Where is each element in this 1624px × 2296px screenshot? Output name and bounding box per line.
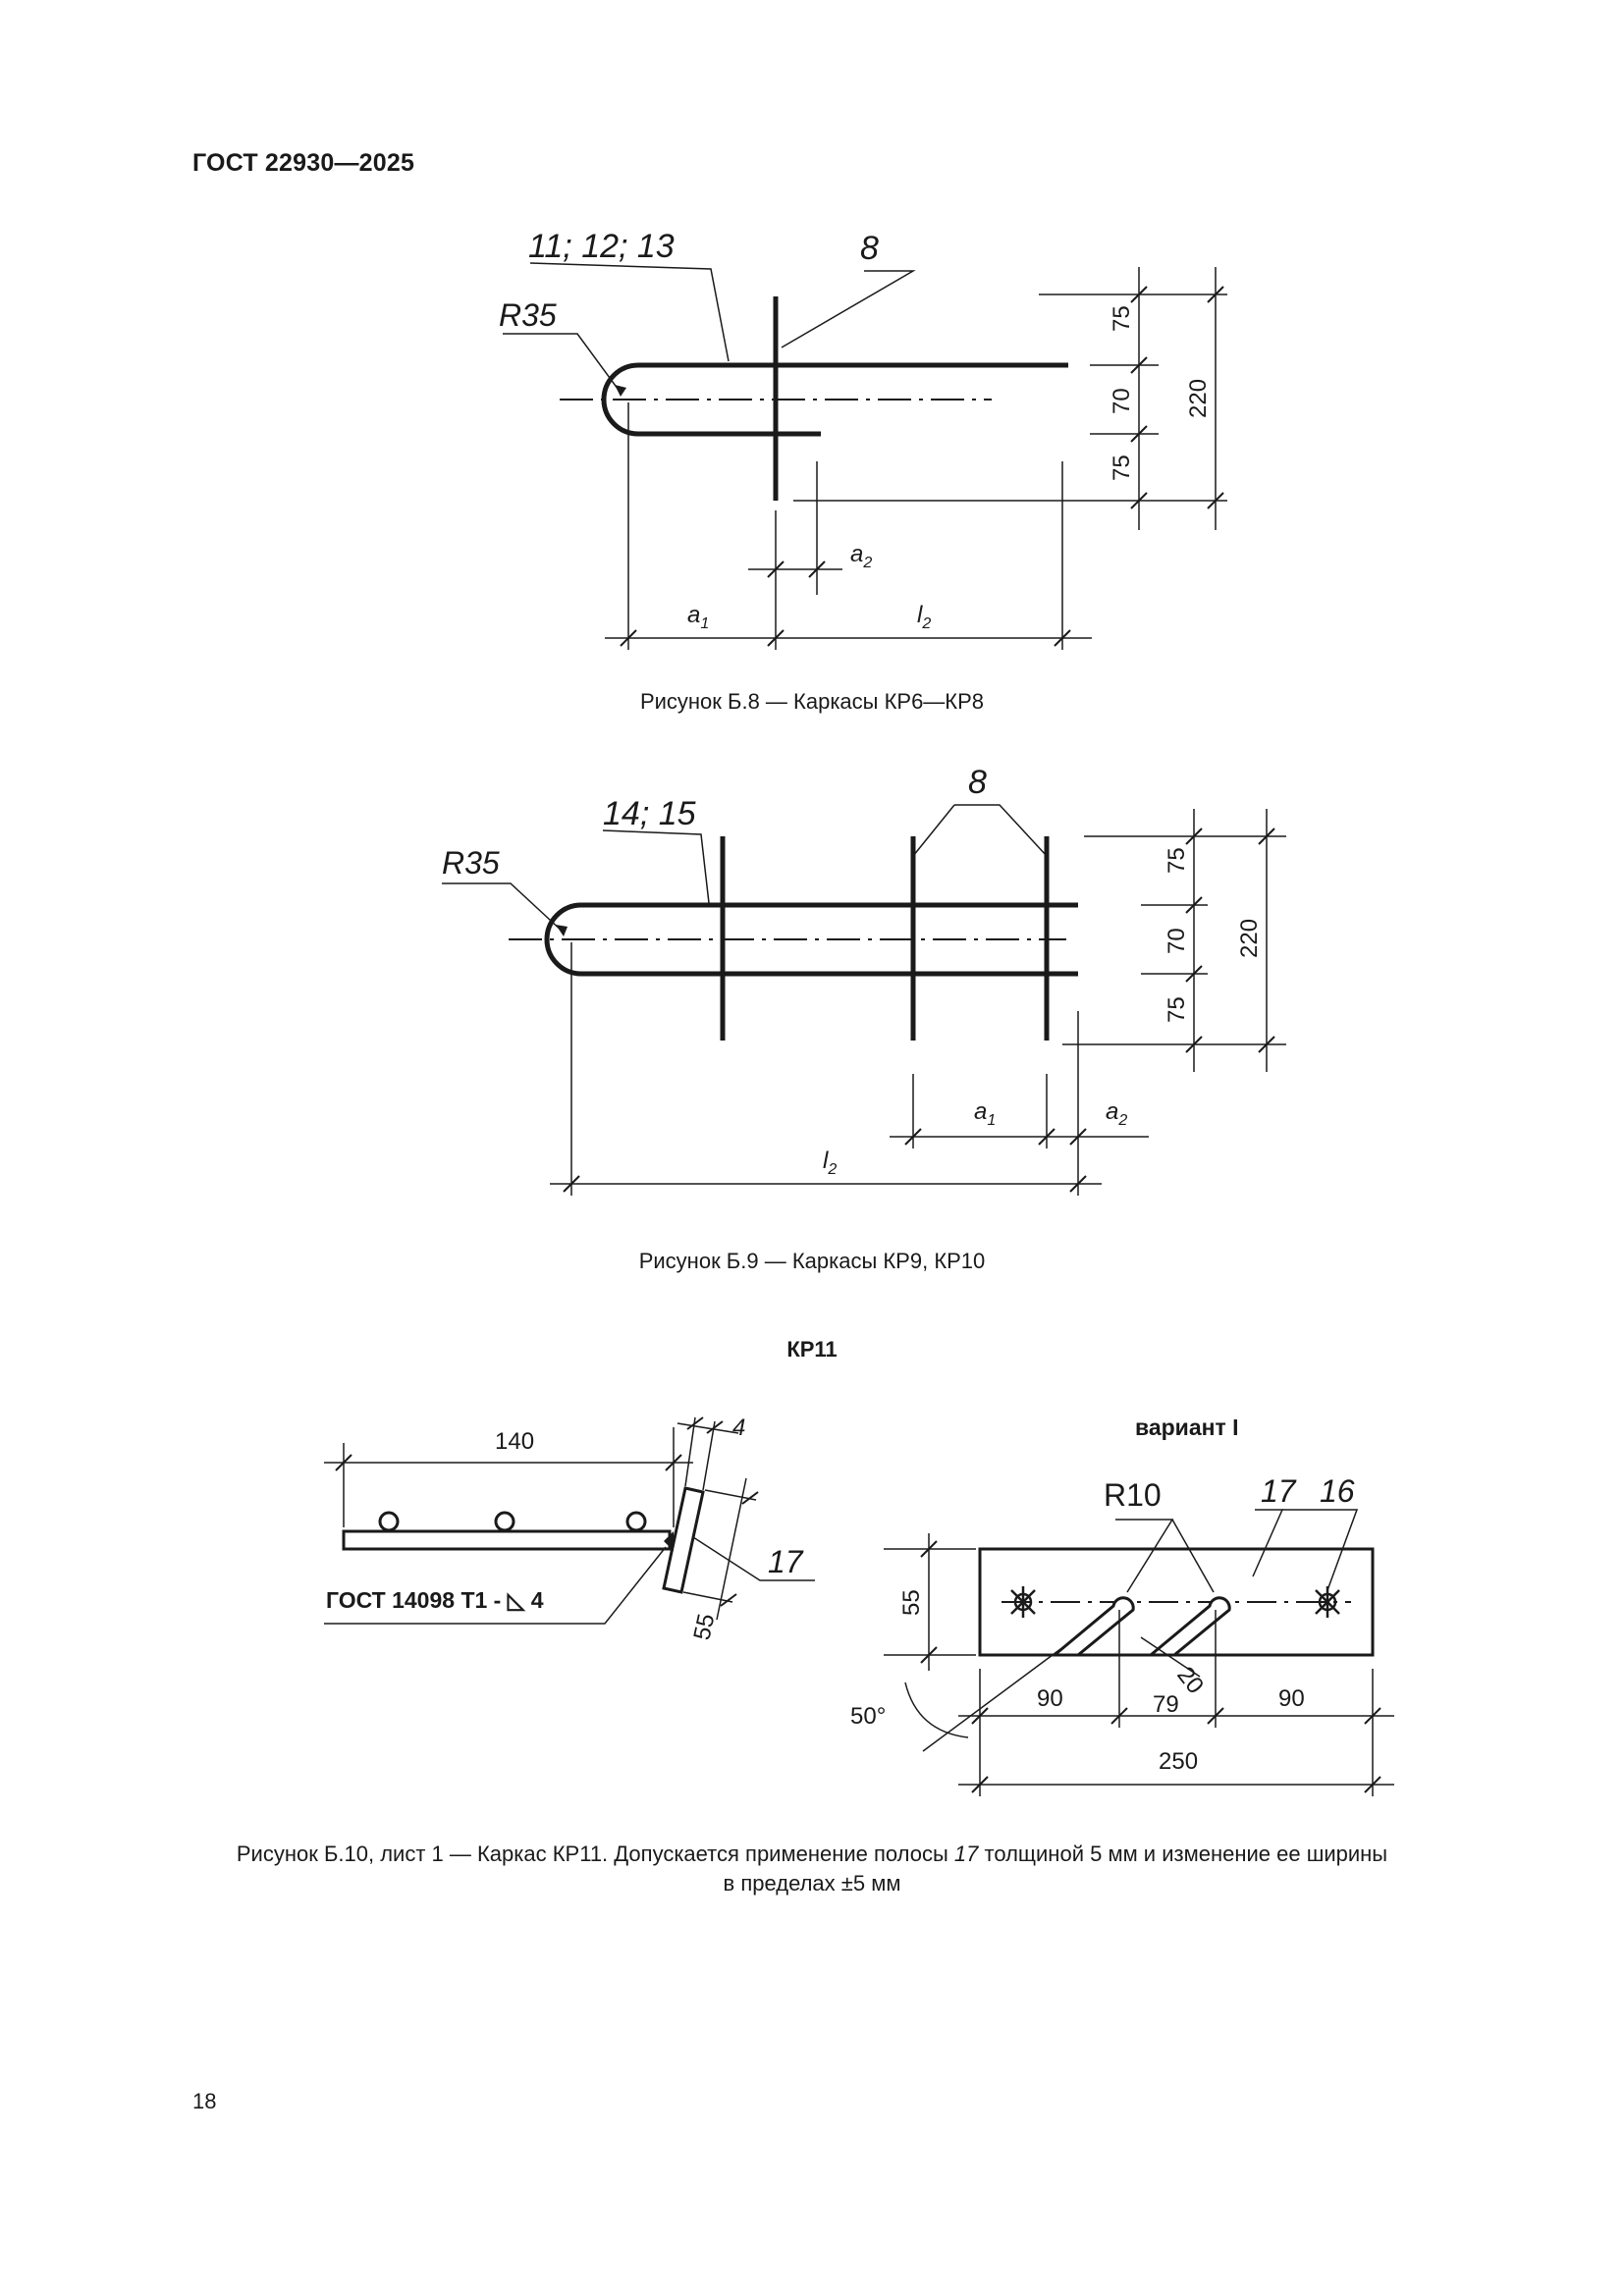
fig10-left-plate <box>662 1486 705 1594</box>
fig8-label-items: 11; 12; 13 <box>528 228 675 265</box>
fig9-label-item8: 8 <box>968 764 987 801</box>
fig8-label-item8: 8 <box>860 230 879 267</box>
fig8-dim-70: 70 <box>1109 388 1135 414</box>
fig9-dim-70: 70 <box>1164 928 1190 954</box>
fig10-dim-79: 79 <box>1153 1691 1179 1718</box>
fig8-dim-a1: a1 <box>687 602 709 632</box>
fig10-label-item17: 17 <box>768 1544 804 1579</box>
fig10-dim-140: 140 <box>495 1428 534 1455</box>
fig9-label-radius: R35 <box>442 845 500 881</box>
fig10-label-item16: 16 <box>1320 1473 1355 1509</box>
fig10-label-item17b: 17 <box>1261 1473 1297 1509</box>
fig10-dim-4: 4 <box>732 1415 745 1441</box>
fig10-dim-55-side: 55 <box>688 1612 720 1643</box>
fig9-dim-a1: a1 <box>974 1098 996 1129</box>
fig8-dim-220: 220 <box>1185 379 1212 418</box>
fig10-label-r10: R10 <box>1104 1477 1162 1513</box>
fig9-dim-75-top: 75 <box>1164 847 1190 874</box>
fig10-left-bar <box>342 1529 672 1551</box>
fig10-dim-55: 55 <box>898 1589 925 1616</box>
fig8-dim-l2: l2 <box>917 602 931 632</box>
figure-b10-caption: Рисунок Б.10, лист 1 — Каркас КР11. Допу… <box>236 1842 1388 1896</box>
fig9-bar <box>544 902 1078 977</box>
fig9-dim-75-bottom: 75 <box>1164 996 1190 1023</box>
figure-b8-caption: Рисунок Б.8 — Каркасы КР6—КР8 <box>639 689 985 714</box>
fig8-dim-75-top: 75 <box>1109 305 1135 332</box>
fig8-dim-a2: a2 <box>850 541 872 571</box>
fig10-variant-label: вариант I <box>1135 1415 1239 1440</box>
document-header: ГОСТ 22930—2025 <box>192 149 415 177</box>
fig10-dim-90-right: 90 <box>1278 1685 1305 1712</box>
fig9-label-items: 14; 15 <box>603 795 696 832</box>
fig10-dim-250: 250 <box>1159 1748 1198 1775</box>
figure-b9-caption: Рисунок Б.9 — Каркасы КР9, КР10 <box>638 1249 986 1273</box>
fig10-weld-note: ГОСТ 14098 Т1 - ◺ 4 <box>326 1587 544 1613</box>
fig9-dim-l2: l2 <box>823 1148 837 1178</box>
fig8-label-radius: R35 <box>499 297 557 333</box>
fig10-dim-50deg: 50° <box>850 1703 886 1730</box>
figure-b10-title: КР11 <box>786 1337 838 1362</box>
page-number: 18 <box>192 2089 217 2113</box>
fig9-dim-a2: a2 <box>1106 1098 1127 1129</box>
fig8-dim-75-bottom: 75 <box>1109 454 1135 481</box>
fig10-dim-90-left: 90 <box>1037 1685 1063 1712</box>
fig9-dim-220: 220 <box>1236 919 1263 958</box>
